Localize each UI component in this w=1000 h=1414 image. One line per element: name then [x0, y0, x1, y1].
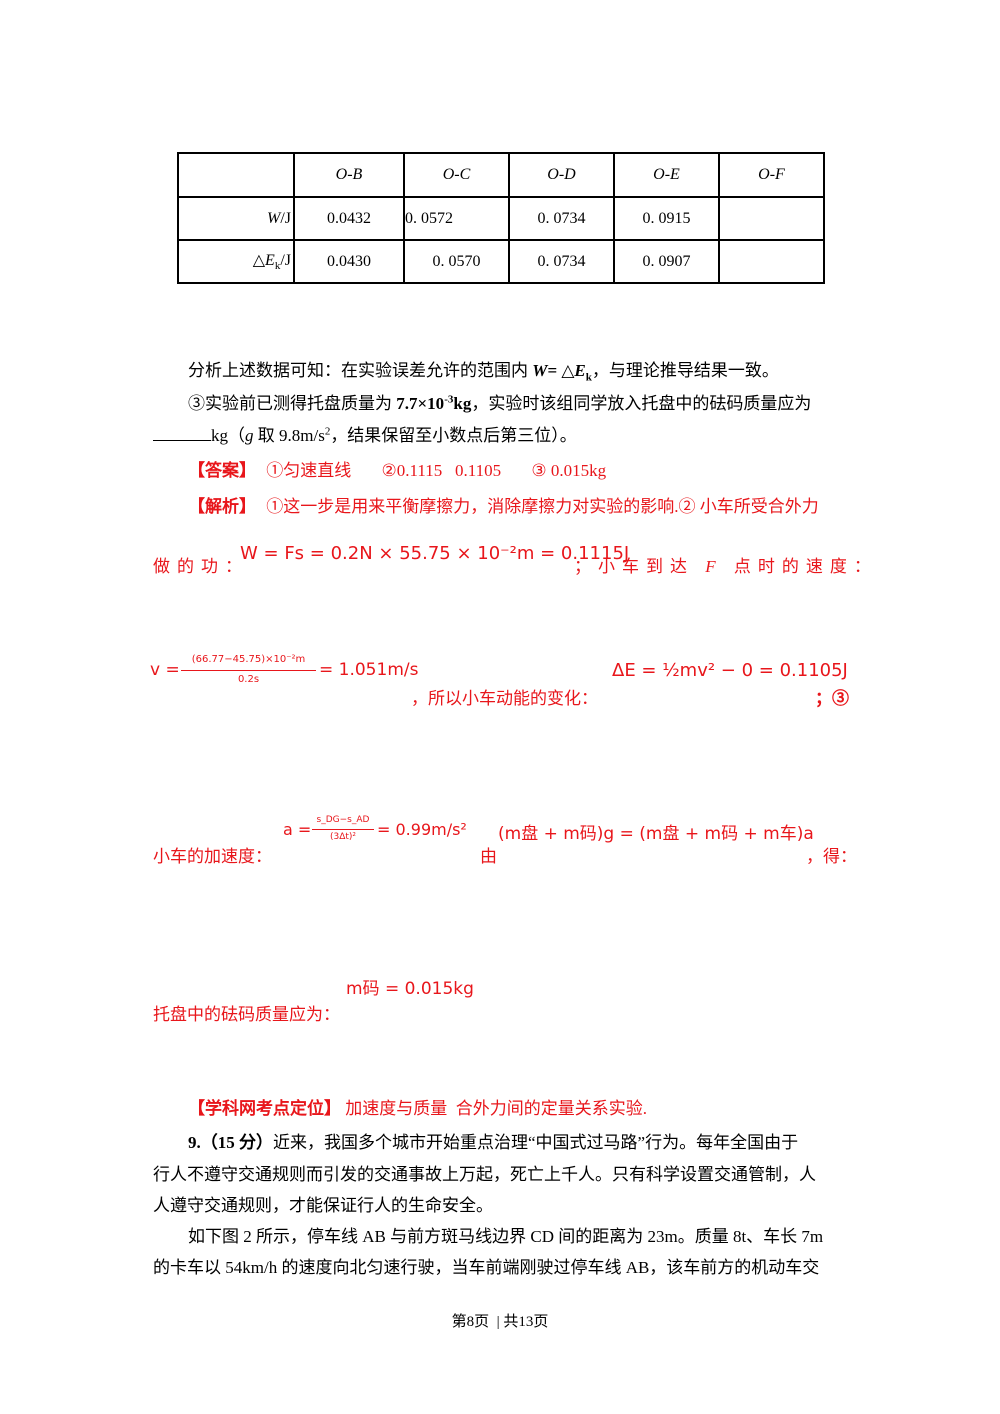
v-fraction-bar — [181, 670, 316, 671]
a-fraction-bar — [312, 829, 374, 830]
ke-end: ；③ — [815, 689, 849, 708]
table-header-cell — [177, 152, 295, 198]
acc-label: 小车的加速度： — [153, 847, 272, 866]
q9-line3: 人遵守交通规则，才能保证行人的生命安全。 — [153, 1196, 493, 1215]
table-cell — [718, 196, 825, 241]
q3-prefix: ③实验前已测得托盘质量为 — [188, 394, 397, 413]
speed-label-b: 点时的速度： — [722, 557, 878, 576]
v-denominator: 0.2s — [237, 674, 260, 685]
data-table: O-B O-C O-D O-E O-F W/J 0.0432 0. 0572 0… — [177, 152, 825, 284]
analysis-delta: △ — [557, 361, 575, 380]
q3-mass-exp: -3 — [444, 393, 454, 406]
q9-number: 9.（15 分） — [188, 1133, 273, 1152]
v-lhs: v = — [150, 660, 180, 680]
table-cell: 0. 0915 — [613, 196, 720, 241]
eq-formula: (m盘 + m码)g = (m盘 + m码 + m车)a — [498, 824, 814, 844]
kaodian-text: 加速度与质量 合外力间的定量关系实验. — [341, 1099, 647, 1118]
table-header-row: O-B O-C O-D O-E O-F — [177, 152, 825, 198]
table-cell: 0. 0734 — [508, 196, 615, 241]
row-label-w: W/J — [177, 196, 295, 241]
analysis-e: E — [574, 361, 586, 380]
row-label-ek: △Ek/J — [177, 239, 295, 284]
question3-line1: ③实验前已测得托盘质量为 7.7×10-3kg，实验时该组同学放入托盘中的砝码质… — [188, 389, 811, 414]
q3-g-value: 取 9.8m/s — [253, 426, 325, 445]
a-denominator: (3Δt)² — [329, 832, 357, 842]
q9-line5: 的卡车以 54km/h 的速度向北匀速行驶，当车前端刚驶过停车线 AB，该车前方… — [153, 1258, 820, 1277]
answer-item-2: ②0.1115 0.1105 — [381, 461, 502, 480]
table-cell: 0. 0734 — [508, 239, 615, 284]
table-cell: 0. 0907 — [613, 239, 720, 284]
ke-label: ，所以小车动能的变化： — [411, 689, 598, 708]
speed-label: ；小车到达 F 点时的速度： — [574, 552, 878, 577]
analysis-w: W= — [532, 361, 558, 380]
analysis-text: 分析上述数据可知：在实验误差允许的范围内 W= △Ek，与理论推导结果一致。 — [188, 356, 779, 383]
explanation-tag: 【解析】 — [188, 497, 256, 516]
q3-mass: 7.7×10 — [396, 394, 445, 413]
speed-label-f: F — [705, 557, 723, 576]
table-header-cell: O-F — [718, 152, 825, 198]
q3-kg: kg（ — [211, 426, 245, 445]
table-cell — [718, 239, 825, 284]
explanation-line1: 【解析】 ①这一步是用来平衡摩擦力，消除摩擦力对实验的影响.② 小车所受合外力 — [188, 492, 819, 517]
q9-line2: 行人不遵守交通规则而引发的交通事故上万起，死亡上千人。只有科学设置交通管制，人 — [153, 1165, 816, 1184]
kaodian-line: 【学科网考点定位】 加速度与质量 合外力间的定量关系实验. — [188, 1094, 647, 1119]
table-row: △Ek/J 0.0430 0. 0570 0. 0734 0. 0907 — [177, 239, 825, 284]
speed-label-a: ；小车到达 — [574, 557, 706, 576]
ke-formula: ΔE = ½mv² − 0 = 0.1105J — [612, 660, 848, 681]
analysis-e-sub: k — [585, 371, 592, 384]
table-header-cell: O-B — [293, 152, 405, 198]
q3-suffix: ，实验时该组同学放入托盘中的砝码质量应为 — [471, 394, 812, 413]
get-label: ，得： — [806, 847, 857, 866]
q9-line1: 9.（15 分）近来，我国多个城市开始重点治理“中国式过马路”行为。每年全国由于 — [188, 1128, 798, 1153]
table-row: W/J 0.0432 0. 0572 0. 0734 0. 0915 — [177, 196, 825, 241]
v-result: = 1.051m/s — [319, 660, 419, 680]
q9-line4: 如下图 2 所示，停车线 AB 与前方斑马线边界 CD 间的距离为 23m。质量… — [188, 1227, 824, 1246]
answer-blank — [153, 426, 211, 441]
q3-tail: ，结果保留至小数点后第三位）。 — [330, 426, 577, 445]
table-cell: 0. 0570 — [403, 239, 510, 284]
table-cell: 0.0430 — [293, 239, 405, 284]
answer-item-3: ③ 0.015kg — [531, 461, 607, 480]
explanation-text-1: ①这一步是用来平衡摩擦力，消除摩擦力对实验的影响.② 小车所受合外力 — [266, 497, 819, 516]
work-formula: W = Fs = 0.2N × 55.75 × 10⁻²m = 0.1115J — [240, 543, 630, 564]
v-numerator: (66.77−45.75)×10⁻²m — [191, 654, 306, 665]
q9-text-1: 近来，我国多个城市开始重点治理“中国式过马路”行为。每年全国由于 — [273, 1133, 799, 1152]
q3-g: g — [245, 426, 254, 445]
kaodian-tag: 【学科网考点定位】 — [188, 1099, 341, 1118]
a-numerator: s_DG−s_AD — [316, 815, 370, 825]
analysis-suffix: ，与理论推导结果一致。 — [591, 361, 779, 380]
by-label: 由 — [480, 847, 497, 866]
q3-mass-unit: kg — [453, 394, 472, 413]
table-header-cell: O-D — [508, 152, 615, 198]
question3-line2: kg（g 取 9.8m/s2，结果保留至小数点后第三位）。 — [153, 421, 577, 446]
a-result: = 0.99m/s² — [377, 820, 467, 839]
answer-line: 【答案】 ①匀速直线 ②0.1115 0.1105 ③ 0.015kg — [188, 456, 606, 481]
analysis-prefix: 分析上述数据可知：在实验误差允许的范围内 — [188, 361, 533, 380]
work-label: 做的功： — [153, 557, 249, 576]
table-cell: 0. 0572 — [403, 196, 510, 241]
a-lhs: a = — [283, 820, 312, 839]
table-header-cell: O-E — [613, 152, 720, 198]
table-cell: 0.0432 — [293, 196, 405, 241]
mass-formula: m码 = 0.015kg — [346, 979, 474, 999]
table-header-cell: O-C — [403, 152, 510, 198]
answer-tag: 【答案】 — [188, 461, 256, 480]
mass-label: 托盘中的砝码质量应为： — [153, 1005, 340, 1024]
answer-item-1: ①匀速直线 — [266, 461, 352, 480]
page-footer: 第8页 | 共13页 — [451, 1314, 549, 1330]
q3-g-exp: 2 — [324, 425, 331, 438]
